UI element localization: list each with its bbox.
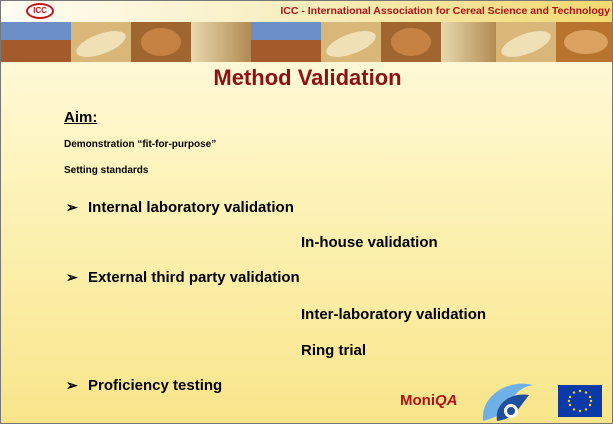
bullet-label: Proficiency testing [88, 377, 223, 394]
bullet-item-external-validation: ➢ External third party validation [66, 269, 300, 286]
sub-item-ring-trial: Ring trial [301, 342, 367, 359]
aim-heading: Aim: [64, 109, 98, 126]
bullet-item-proficiency-testing: ➢ Proficiency testing [66, 377, 222, 394]
arrow-bullet-icon: ➢ [66, 377, 78, 393]
bullet-label: Internal laboratory validation [88, 199, 294, 216]
aim-item: Setting standards [64, 165, 149, 176]
aim-item: Demonstration “fit-for-purpose” [64, 139, 217, 150]
association-name: ICC - International Association for Cere… [280, 5, 610, 17]
icc-logo: ICC [26, 3, 54, 19]
grain-banner-art [1, 22, 612, 62]
arrow-bullet-icon: ➢ [66, 269, 78, 285]
header-bar: ICC ICC - International Association for … [1, 1, 612, 22]
sub-item-in-house: In-house validation [301, 234, 438, 251]
moniqa-logo: MoniQA [400, 392, 458, 409]
bullet-item-internal-validation: ➢ Internal laboratory validation [66, 199, 294, 216]
bullet-label: External third party validation [88, 269, 300, 286]
fp6-logo-icon [482, 383, 533, 421]
sub-item-inter-laboratory: Inter-laboratory validation [301, 306, 487, 323]
page-title: Method Validation [213, 65, 402, 90]
eu-flag-icon [558, 385, 602, 417]
arrow-bullet-icon: ➢ [66, 199, 78, 215]
grain-banner-image [1, 22, 612, 62]
